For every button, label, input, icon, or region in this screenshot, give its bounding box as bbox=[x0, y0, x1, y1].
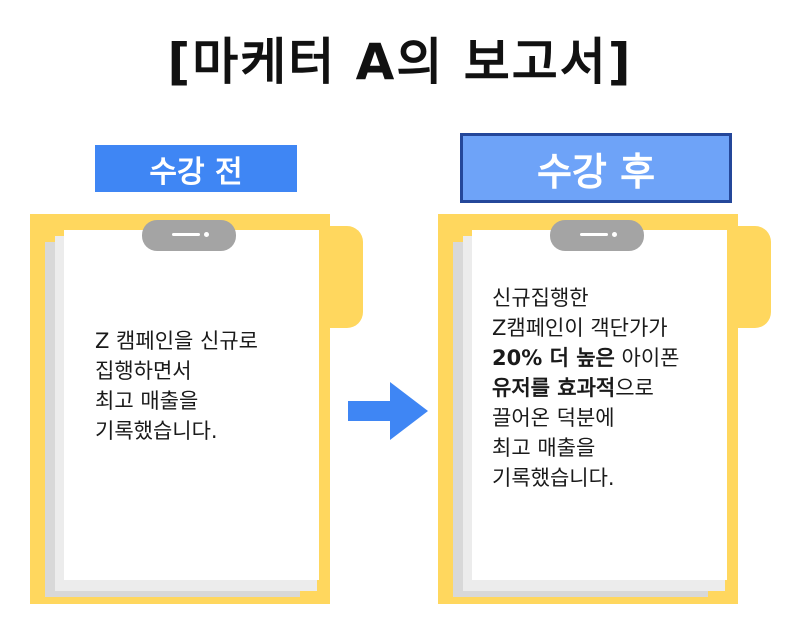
highlight-text: 20% 더 높은 bbox=[492, 346, 615, 370]
clip-line bbox=[172, 233, 200, 236]
before-text-line: 최고 매출을 bbox=[95, 389, 199, 413]
before-text-line: Z 캠페인을 신규로 bbox=[95, 329, 258, 353]
after-text-line: 20% 더 높은 아이폰 bbox=[492, 346, 680, 370]
clipboard-after bbox=[438, 214, 774, 609]
clip-dot bbox=[204, 232, 209, 237]
clip-line bbox=[580, 233, 608, 236]
before-label: 수강 전 bbox=[95, 145, 297, 192]
paper-sheet-front bbox=[472, 230, 727, 580]
arrow-right-icon bbox=[348, 382, 428, 440]
after-text-line: 기록했습니다. bbox=[492, 466, 615, 490]
highlight-text: 유저를 효과적 bbox=[492, 376, 616, 400]
after-text-line: 유저를 효과적으로 bbox=[492, 376, 654, 400]
before-text-line: 집행하면서 bbox=[95, 359, 192, 383]
clip-dot bbox=[612, 232, 617, 237]
paper-sheet-front bbox=[64, 230, 319, 580]
page-title: [마케터 A의 보고서] bbox=[167, 33, 633, 91]
after-text-line: 최고 매출을 bbox=[492, 436, 596, 460]
clipboard-clip-icon bbox=[550, 220, 644, 251]
after-text: 신규집행한 Z캠페인이 객단가가 20% 더 높은 아이폰 유저를 효과적으로 … bbox=[492, 283, 680, 493]
after-text-line: 끌어온 덕분에 bbox=[492, 406, 615, 430]
clipboard-before bbox=[30, 214, 366, 609]
before-text: Z 캠페인을 신규로 집행하면서 최고 매출을 기록했습니다. bbox=[95, 326, 258, 446]
clipboard-clip-icon bbox=[142, 220, 236, 251]
after-text-line: Z캠페인이 객단가가 bbox=[492, 316, 668, 340]
before-text-line: 기록했습니다. bbox=[95, 419, 218, 443]
after-text-line: 신규집행한 bbox=[492, 286, 589, 310]
after-label: 수강 후 bbox=[460, 133, 732, 203]
